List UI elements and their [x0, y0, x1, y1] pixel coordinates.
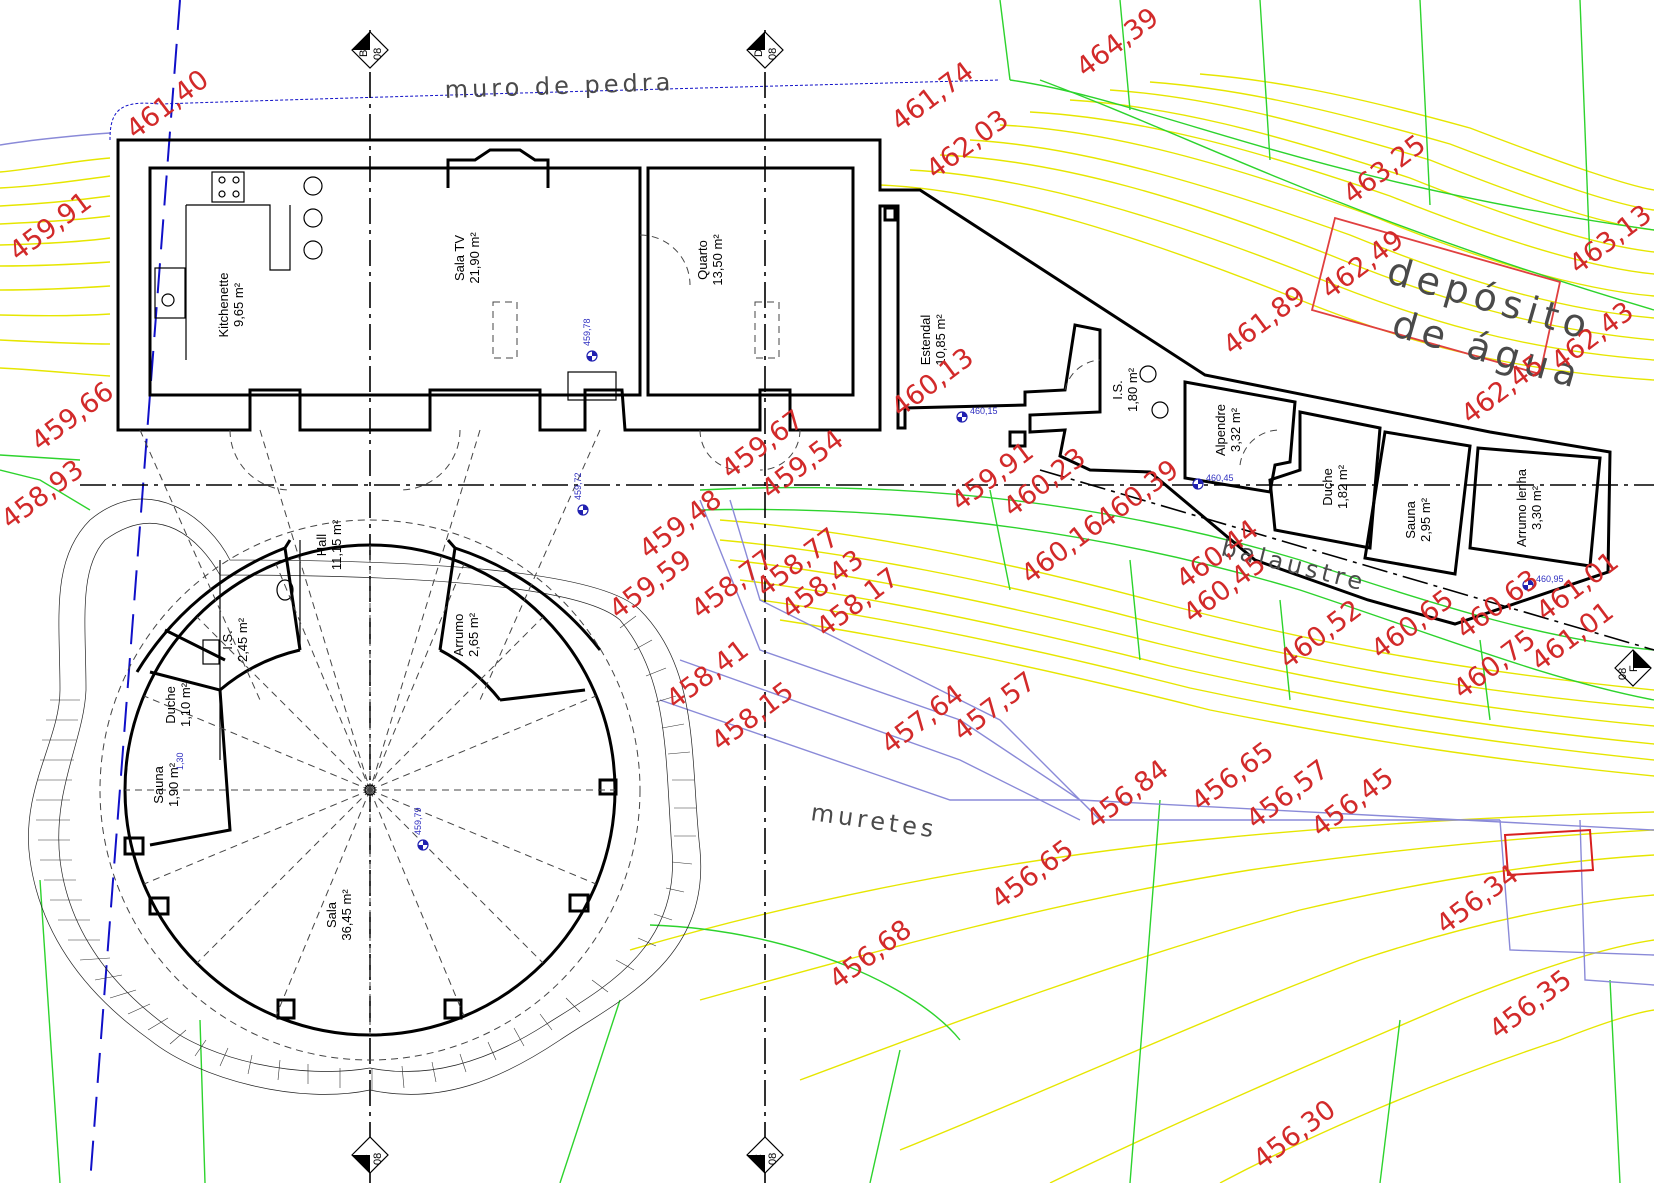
- stone-wall-line: [109, 79, 1001, 141]
- grid-b-num: 08: [372, 48, 384, 60]
- grid-marker-f: F 08: [1614, 649, 1652, 687]
- room-sala-tv-area: 21,90 m²: [467, 232, 482, 284]
- elevation-label: 458,41: [661, 634, 755, 716]
- room-kitchenette-area: 9,65 m²: [231, 282, 246, 327]
- elevation-label: 456,35: [1484, 964, 1578, 1046]
- elevation-label: 456,65: [986, 834, 1080, 916]
- room-estendal-area: 10,85 m²: [933, 314, 948, 366]
- room-sala-name: Sala: [324, 901, 339, 928]
- spot-level-value: 459,79: [413, 807, 423, 835]
- grid-marker-b: B 08: [351, 31, 389, 69]
- room-sala-tv-name: Sala TV: [452, 235, 467, 281]
- elevation-label: 459,91: [4, 186, 98, 268]
- grid-a-num: 08: [372, 1153, 384, 1165]
- elevation-label: 464,39: [1071, 2, 1165, 84]
- grid-marker-d: D 08: [746, 31, 784, 69]
- spot-marker: 460,15: [956, 406, 998, 423]
- spot-level-value: 459,72: [573, 472, 583, 500]
- elevation-label: 463,25: [1338, 129, 1432, 211]
- elevation-label: 459,66: [26, 376, 120, 458]
- property-line: [89, 0, 181, 1183]
- grid-a-letter: A: [358, 1154, 370, 1162]
- room-alpendre-name: Alpendre: [1213, 404, 1228, 456]
- room-sala-area: 36,45 m²: [339, 889, 354, 941]
- spot-level-value: 460,15: [970, 406, 998, 416]
- grid-d-num: 08: [767, 48, 779, 60]
- terrain-lines-lavender: [0, 132, 1654, 986]
- low-walls-label: muretes: [809, 798, 939, 843]
- room-arrumo-name: Arrumo: [451, 614, 466, 657]
- room-sauna-1-area: 2,95 m²: [1418, 497, 1433, 542]
- spot-marker: 459,72: [573, 472, 589, 516]
- room-sauna-2-name: Sauna: [151, 765, 166, 803]
- spot-marker: 459,79: [413, 807, 429, 851]
- room-arrumo-area: 2,65 m²: [466, 612, 481, 657]
- elevation-label: 456,84: [1081, 754, 1175, 836]
- room-quarto-area: 13,50 m²: [710, 234, 725, 286]
- spot-level-value: 1,30: [175, 752, 185, 770]
- grid-b-letter: B: [358, 50, 370, 57]
- spot-level-value: 459,78: [582, 318, 592, 346]
- room-sauna-2-area: 1,90 m²: [166, 762, 181, 807]
- room-kitchenette-name: Kitchenette: [216, 272, 231, 337]
- main-house-walls: [116, 138, 1612, 626]
- round-pavilion: [28, 429, 702, 1095]
- room-alpendre-area: 3,32 m²: [1228, 407, 1243, 452]
- spot-marker: 460,95: [1522, 574, 1564, 591]
- grid-c-letter: C: [753, 1154, 765, 1162]
- main-house-fixtures: [154, 171, 1281, 491]
- elevation-label: 461,40: [121, 64, 215, 146]
- grid-f-letter: F: [1628, 665, 1640, 672]
- room-is-2-area: 2,45 m²: [235, 617, 250, 662]
- grid-f-num: 08: [1617, 668, 1629, 680]
- room-is-1-name: I.S.: [1110, 380, 1125, 400]
- room-duche-1-area: 1,82 m²: [1335, 464, 1350, 509]
- spot-level-markers: 459,78 460,15 459,72 460,45 460,95 459,7…: [175, 318, 1564, 851]
- elevation-label: 461,89: [1218, 280, 1312, 362]
- elevation-label: 461,74: [886, 56, 980, 138]
- grid-c-num: 08: [767, 1153, 779, 1165]
- stone-wall-label: muro de pedra: [444, 68, 675, 104]
- spot-marker: 460,45: [1192, 473, 1234, 490]
- room-duche-1-name: Duche: [1320, 468, 1335, 506]
- room-arrumo-lenha-area: 3,30 m²: [1529, 485, 1544, 530]
- room-is-1-area: 1,80 m²: [1125, 367, 1140, 412]
- room-duche-2-name: Duche: [163, 686, 178, 724]
- elevation-label: 456,34: [1431, 859, 1525, 941]
- room-estendal-name: Estendal: [918, 315, 933, 366]
- room-quarto-name: Quarto: [695, 240, 710, 280]
- room-is-2-name: I.S.: [220, 630, 235, 650]
- stair-treads: [36, 615, 696, 1090]
- elevation-label: 463,13: [1564, 199, 1654, 281]
- spot-marker: 459,78: [582, 318, 598, 362]
- elevation-label: 460,39: [1091, 454, 1185, 536]
- grid-d-letter: D: [753, 49, 765, 57]
- elevation-label: 458,93: [0, 454, 90, 536]
- elevation-label: 456,30: [1248, 1094, 1342, 1176]
- pavilion-radial-lines: [99, 429, 641, 1061]
- room-duche-2-area: 1,10 m²: [178, 682, 193, 727]
- room-labels: Kitchenette 9,65 m² Sala TV 21,90 m² Qua…: [151, 232, 1544, 941]
- spot-level-value: 460,95: [1536, 574, 1564, 584]
- room-hall-area: 11,15 m²: [329, 519, 344, 570]
- room-hall-name: Hall: [314, 534, 329, 557]
- grid-marker-c: C 08: [746, 1136, 784, 1174]
- grid-axes: [80, 30, 1654, 1183]
- room-sauna-1-name: Sauna: [1403, 500, 1418, 538]
- elevation-label: 458,15: [706, 676, 800, 758]
- room-arrumo-lenha-name: Arrumo lenha: [1514, 468, 1529, 547]
- elevation-label: 460,63: [1451, 564, 1545, 646]
- grid-marker-a: A 08: [351, 1136, 389, 1174]
- elevation-label: 462,03: [921, 104, 1015, 186]
- elevation-label: 460,52: [1274, 594, 1368, 676]
- spot-level-value: 460,45: [1206, 473, 1234, 483]
- elevation-label: 456,68: [824, 914, 918, 996]
